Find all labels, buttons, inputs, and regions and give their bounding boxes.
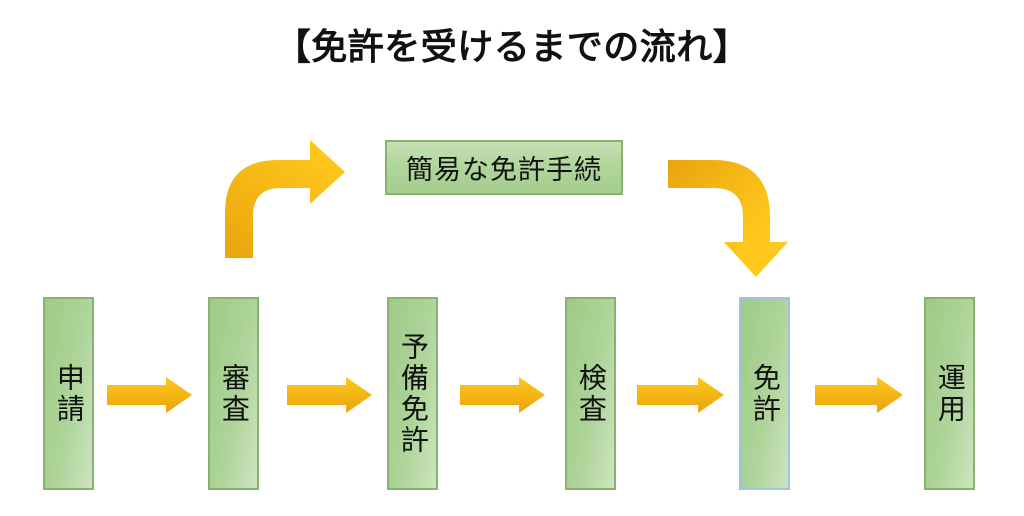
right-arrow-icon [637, 377, 724, 413]
step-label: 免許 [749, 362, 781, 425]
page-title: 【免許を受けるまでの流れ】 [274, 26, 750, 67]
right-arrow-icon [460, 377, 545, 413]
step-box-inspection: 検査 [565, 297, 616, 490]
step-label: 申請 [53, 362, 85, 425]
bent-up-right-arrow-icon [225, 140, 345, 258]
shortcut-procedure-label: 簡易な免許手続 [406, 155, 602, 185]
step-label: 予備免許 [397, 331, 429, 456]
step-box-application: 申請 [43, 297, 94, 490]
step-label: 運用 [934, 362, 966, 425]
right-arrow-icon [107, 377, 192, 413]
step-box-preliminary-license: 予備免許 [387, 297, 438, 490]
right-arrow-icon [287, 377, 372, 413]
step-box-operation: 運用 [924, 297, 975, 490]
bent-down-arrow-icon [668, 160, 788, 277]
step-label: 審査 [218, 362, 250, 425]
right-arrow-icon [815, 377, 903, 413]
step-box-license: 免許 [739, 297, 790, 490]
shortcut-procedure-box: 簡易な免許手続 [385, 140, 623, 195]
step-label: 検査 [575, 362, 607, 425]
step-box-examination: 審査 [208, 297, 259, 490]
